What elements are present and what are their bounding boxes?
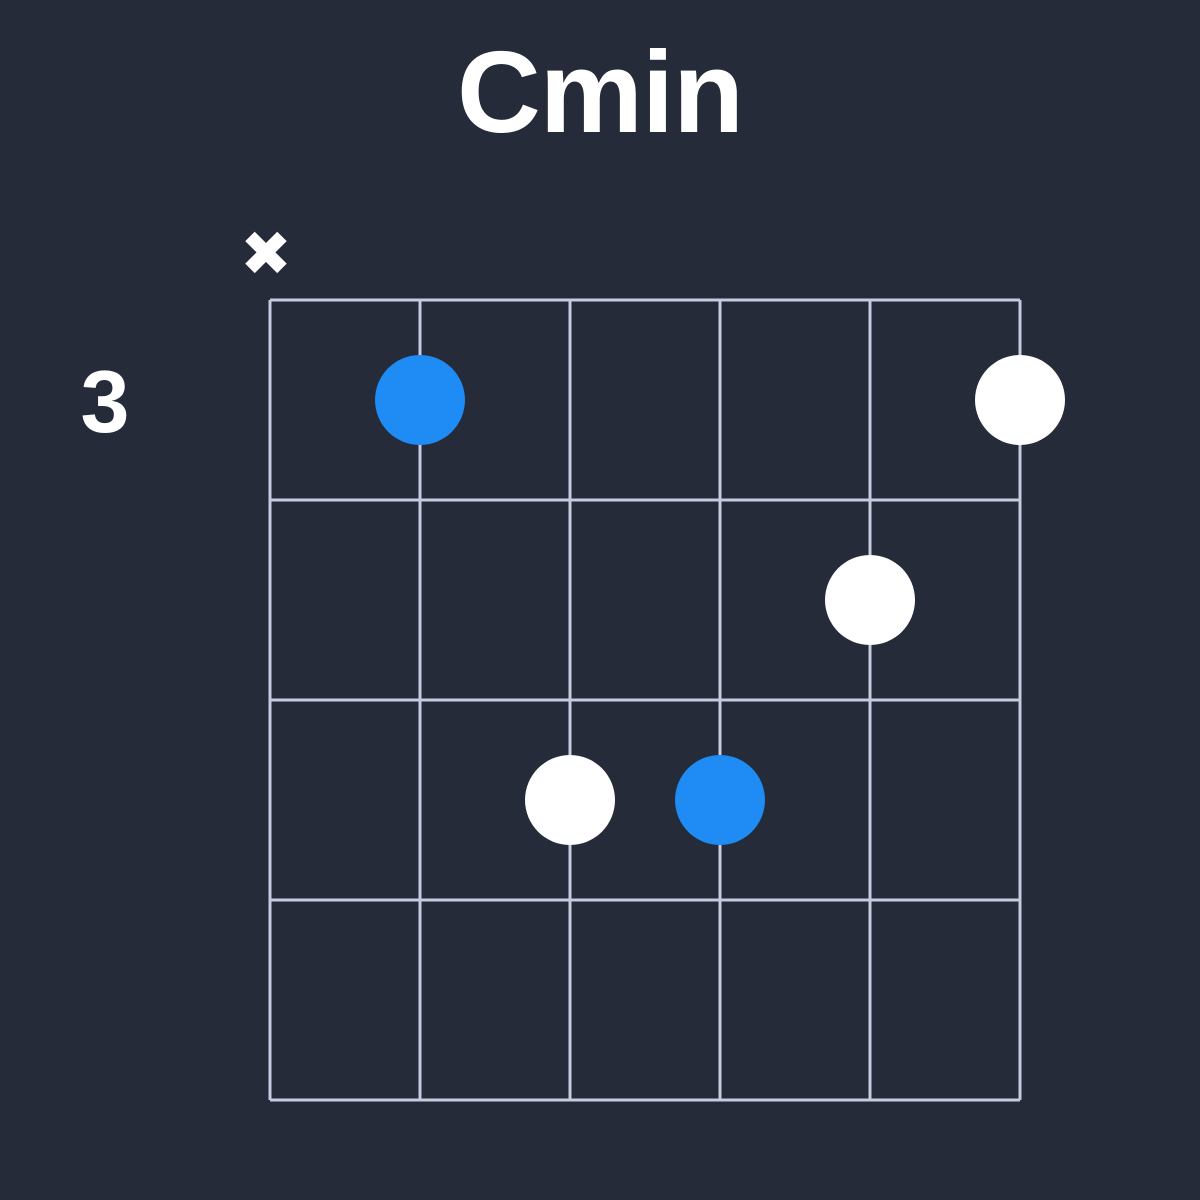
dot-string4-fret3[interactable] <box>675 755 765 845</box>
dot-string5-fret2[interactable] <box>825 555 915 645</box>
dot-string2-fret1[interactable] <box>375 355 465 445</box>
dot-string3-fret3[interactable] <box>525 755 615 845</box>
dot-string6-fret1[interactable] <box>975 355 1065 445</box>
